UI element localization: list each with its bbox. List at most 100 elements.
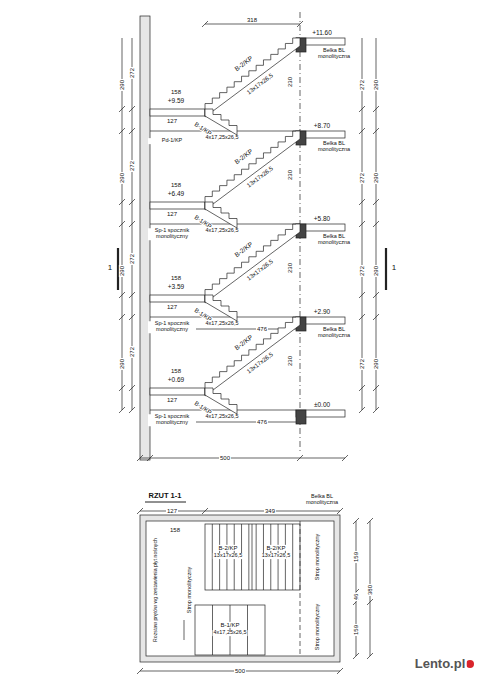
dimension-tick — [202, 508, 208, 514]
dimension-tick — [129, 128, 135, 134]
floor-line — [150, 317, 296, 318]
drawing-label: B-2/KP — [233, 147, 255, 166]
drawing-label: Belka BL monolityczna — [313, 234, 355, 246]
landing-slab — [150, 109, 205, 116]
dimension-tick — [359, 221, 365, 227]
drawing-label: B-1/KP — [219, 622, 240, 628]
drawing-label: +2.90 — [313, 309, 331, 316]
drawing-label: +5.80 — [313, 216, 331, 223]
drawing-label: 272 — [359, 78, 365, 90]
flight-b2 — [205, 131, 300, 210]
dimension-tick — [373, 407, 379, 413]
drawing-label: +3.59 — [167, 284, 185, 291]
dimension-tick — [129, 199, 135, 205]
dimension-tick — [147, 455, 153, 461]
dimension-tick — [129, 106, 135, 112]
drawing-label: 272 — [129, 160, 135, 172]
drawing-label: Belka BL monolityczna — [313, 327, 355, 339]
drawing-label: Strop monolityczny — [315, 603, 321, 651]
drawing-label: +9.59 — [167, 98, 185, 105]
drawing-label: 290 — [119, 78, 125, 90]
drawing-label: 476 — [256, 326, 268, 332]
dimension-tick — [373, 314, 379, 320]
beam — [296, 410, 306, 424]
dimension-tick — [359, 314, 365, 320]
drawing-label: 230 — [287, 354, 293, 366]
dimension-tick — [129, 385, 135, 391]
dimension-tick — [202, 21, 208, 27]
drawing-label: 159 — [353, 551, 359, 563]
dimension-tick — [359, 199, 365, 205]
dimension-tick — [353, 518, 359, 524]
dimension-tick — [129, 221, 135, 227]
plan-flight — [205, 524, 300, 590]
drawing-label: 127 — [166, 118, 178, 124]
drawing-label: 290 — [119, 357, 125, 369]
floor-line — [150, 131, 296, 132]
dimension-tick — [119, 199, 125, 205]
dimension-tick — [297, 455, 303, 461]
drawing-label: 4x17,25x26,5 — [204, 414, 239, 420]
dimension-tick — [359, 128, 365, 134]
drawing-label: Sp-1 spocznik monolityczny — [148, 228, 196, 240]
drawing-label: 127 — [166, 508, 178, 514]
flight-b2 — [205, 38, 300, 117]
dimension-tick — [373, 221, 379, 227]
drawing-label: 13x17x26,5 — [261, 553, 291, 559]
dimension-tick — [373, 128, 379, 134]
dimension-tick — [119, 314, 125, 320]
dimension-tick — [367, 653, 373, 659]
drawing-label: 290 — [373, 78, 379, 90]
dimension-tick — [367, 518, 373, 524]
floor-line — [150, 224, 296, 225]
drawing-label: 13x17x26,5 — [245, 164, 275, 189]
floor-line — [150, 410, 296, 411]
drawing-label: 13x17x26,5 — [213, 553, 243, 559]
drawing-label: 158 — [169, 527, 181, 533]
drawing-label: 272 — [359, 264, 365, 276]
plan-wall — [140, 515, 340, 662]
drawing-label: 318 — [246, 17, 258, 23]
drawing-label: 1 — [391, 264, 397, 272]
drawing-label: 380 — [367, 584, 373, 596]
drawing-label: 476 — [256, 419, 268, 425]
plan-interior — [146, 521, 334, 656]
dimension-tick — [367, 599, 373, 605]
drawing-label: Pd-1/KP — [148, 138, 196, 144]
drawing-label: +8.70 — [313, 123, 331, 130]
drawing-label: 13x17x26,5 — [245, 350, 275, 375]
landing-slab — [150, 202, 205, 209]
dimension-tick — [129, 314, 135, 320]
watermark: Lento.pl — [414, 657, 467, 671]
drawing-label: Rozstaw prętów wg zestawienia płyt nośny… — [153, 537, 158, 643]
drawing-label: 127 — [166, 304, 178, 310]
dimension-tick — [353, 653, 359, 659]
dimension-tick — [297, 21, 303, 27]
drawing-label: 272 — [359, 357, 365, 369]
dimension-tick — [337, 508, 343, 514]
drawing-label: 1 — [107, 264, 113, 272]
dimension-tick — [359, 106, 365, 112]
dimension-tick — [119, 106, 125, 112]
drawing-label: 290 — [119, 264, 125, 276]
dimension-line — [140, 458, 345, 459]
dimension-line — [205, 24, 300, 25]
drawing-label: B-2/KP — [233, 333, 255, 352]
drawing-label: B-2/KP — [233, 54, 255, 73]
plan-flight — [195, 605, 265, 655]
dimension-tick — [373, 385, 379, 391]
dimension-tick — [119, 407, 125, 413]
drawing-label: 13x17x26,5 — [245, 71, 275, 96]
dimension-tick — [129, 292, 135, 298]
drawing-label: 230 — [287, 168, 293, 180]
section-mark — [385, 248, 387, 290]
drawing-label: 158 — [170, 368, 182, 374]
drawing-label: 500 — [219, 455, 231, 461]
plan-step — [248, 524, 249, 590]
drawing-label: 4x17,25x26,5 — [204, 135, 239, 141]
dimension-tick — [337, 668, 343, 674]
dimension-tick — [119, 221, 125, 227]
drawing-label: 127 — [166, 397, 178, 403]
drawing-label: 13x17x26,5 — [245, 257, 275, 282]
drawing-label: 4x17,25x26,5 — [212, 630, 247, 636]
